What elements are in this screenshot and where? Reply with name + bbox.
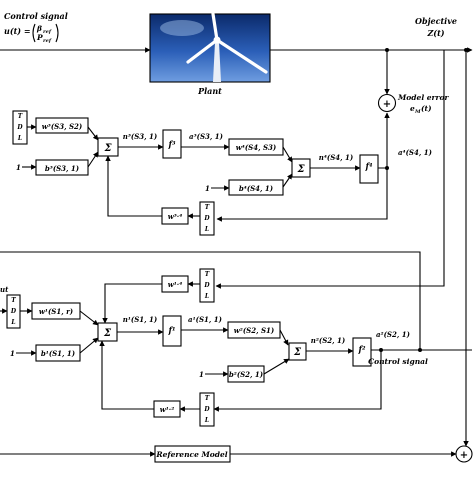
objective-to-controller-link [215, 50, 445, 289]
model-a4-label: a⁴(S4, 1) [398, 148, 432, 157]
reference-model-label: Reference Model [155, 450, 227, 459]
model-f3-label: f³ [168, 139, 176, 149]
model-w4-label: w⁴(S4, S3) [236, 143, 276, 152]
controller-network: ut T D L w¹(S1, r) 1 b¹(S1, 1) Σ n¹(S1, … [0, 268, 472, 427]
cloud-shape [160, 20, 204, 36]
vector-left-paren [32, 23, 36, 43]
objective-symbol: Z(t) [426, 28, 444, 38]
controller-top-tdl-block [199, 268, 215, 303]
model-f3-block [162, 129, 182, 159]
controller-f2-block [352, 337, 372, 367]
model-w3-label: w³(S3, S2) [42, 122, 82, 131]
controller-f2-label: f² [358, 344, 366, 354]
controller-w2-label: w²(S2, S1) [234, 326, 274, 335]
svg-text:T: T [205, 395, 210, 402]
model-bias-input: 1 [16, 163, 21, 172]
vector-top-subscript: ref [43, 29, 52, 35]
vector-bottom-subscript: ref [43, 38, 52, 44]
model-error-sum-junction [377, 93, 397, 113]
controller-output-sigma: Σ [293, 347, 302, 358]
objective-title: Objective [415, 16, 457, 26]
turbine-tower [213, 42, 221, 82]
model-a3-label: a³(S3, 1) [189, 132, 223, 141]
turbine-rotor [186, 12, 268, 74]
controller-bias-input: 1 [10, 349, 15, 358]
svg-text:D: D [203, 282, 210, 289]
controller-f1-label: f¹ [168, 325, 176, 335]
svg-text:T: T [205, 204, 210, 211]
model-error-plus: + [383, 99, 391, 110]
controller-a2-label: a²(S2, 1) [376, 330, 410, 339]
model-error-arg: (t) [421, 104, 432, 113]
plant-block: Plant [149, 12, 271, 96]
model-output-sigma: Σ [296, 164, 305, 175]
model-network: T D L w³(S3, S2) 1 b³(S3, 1) Σ n³(S3, 1)… [12, 110, 432, 236]
model-b4-label: b⁴(S4, 1) [239, 184, 273, 193]
model-input-tdl-label: T [18, 113, 23, 120]
controller-b1-label: b¹(S1, 1) [41, 349, 75, 358]
vector-bottom-symbol: P [36, 33, 43, 42]
model-b3-label: b³(S3, 1) [45, 164, 79, 173]
svg-text:L: L [204, 417, 209, 424]
model-output-to-error [378, 112, 390, 169]
controller-f1-block [162, 315, 182, 347]
vector-right-paren [55, 23, 59, 43]
control-signal-annotation: Control signal u(t) = β ref P ref [4, 11, 68, 44]
controller-input-label: ut [0, 285, 9, 294]
controller-reference-link [0, 251, 421, 350]
model-b4-block [228, 179, 284, 196]
model-hidden-sigma: Σ [103, 143, 112, 154]
model-w3-block [35, 117, 89, 134]
turbine-hub [213, 36, 221, 44]
model-bias-output: 1 [205, 184, 210, 193]
controller-w12-label: w¹·² [160, 405, 175, 414]
svg-text:D: D [16, 124, 23, 131]
control-signal-equation: u(t) = [4, 26, 31, 36]
model-error-symbol: e [410, 104, 415, 113]
model-error-subscript: M [414, 109, 421, 115]
svg-text:T: T [11, 297, 16, 304]
controller-n2-label: n²(S2, 1) [311, 336, 345, 345]
controller-a1-label: a¹(S1, 1) [188, 315, 222, 324]
svg-text:T: T [205, 271, 210, 278]
model-n4-label: n⁴(S4, 1) [319, 153, 353, 162]
model-error-title: Model error [397, 93, 449, 102]
model-w34-label: w³·⁴ [168, 212, 183, 221]
model-feedback-tdl-block [199, 201, 215, 236]
svg-text:D: D [203, 406, 210, 413]
model-b3-block [35, 159, 89, 176]
controller-bias-output: 1 [199, 370, 204, 379]
plant-label: Plant [197, 86, 222, 96]
svg-text:D: D [10, 308, 17, 315]
svg-text:L: L [17, 135, 22, 142]
svg-text:L: L [204, 226, 209, 233]
control-signal-title: Control signal [4, 11, 68, 21]
vector-top-symbol: β [36, 24, 42, 33]
svg-text:L: L [204, 293, 209, 300]
controller-w14-label: w¹·⁴ [168, 280, 183, 289]
objective-annotation: Objective Z(t) [415, 16, 457, 38]
model-f4-label: f⁴ [365, 161, 373, 171]
controller-output-label: Control signal [368, 357, 428, 366]
model-f4-block [359, 154, 379, 184]
controller-hidden-sigma: Σ [103, 328, 112, 339]
controller-w1-label: w¹(S1, r) [39, 307, 73, 316]
svg-text:L: L [10, 319, 15, 326]
controller-n1-label: n¹(S1, 1) [123, 315, 157, 324]
controller-b2-label: b²(S2, 1) [229, 370, 263, 379]
final-sum-plus: + [460, 450, 468, 461]
svg-text:D: D [203, 215, 210, 222]
model-n3-label: n³(S3, 1) [123, 132, 157, 141]
